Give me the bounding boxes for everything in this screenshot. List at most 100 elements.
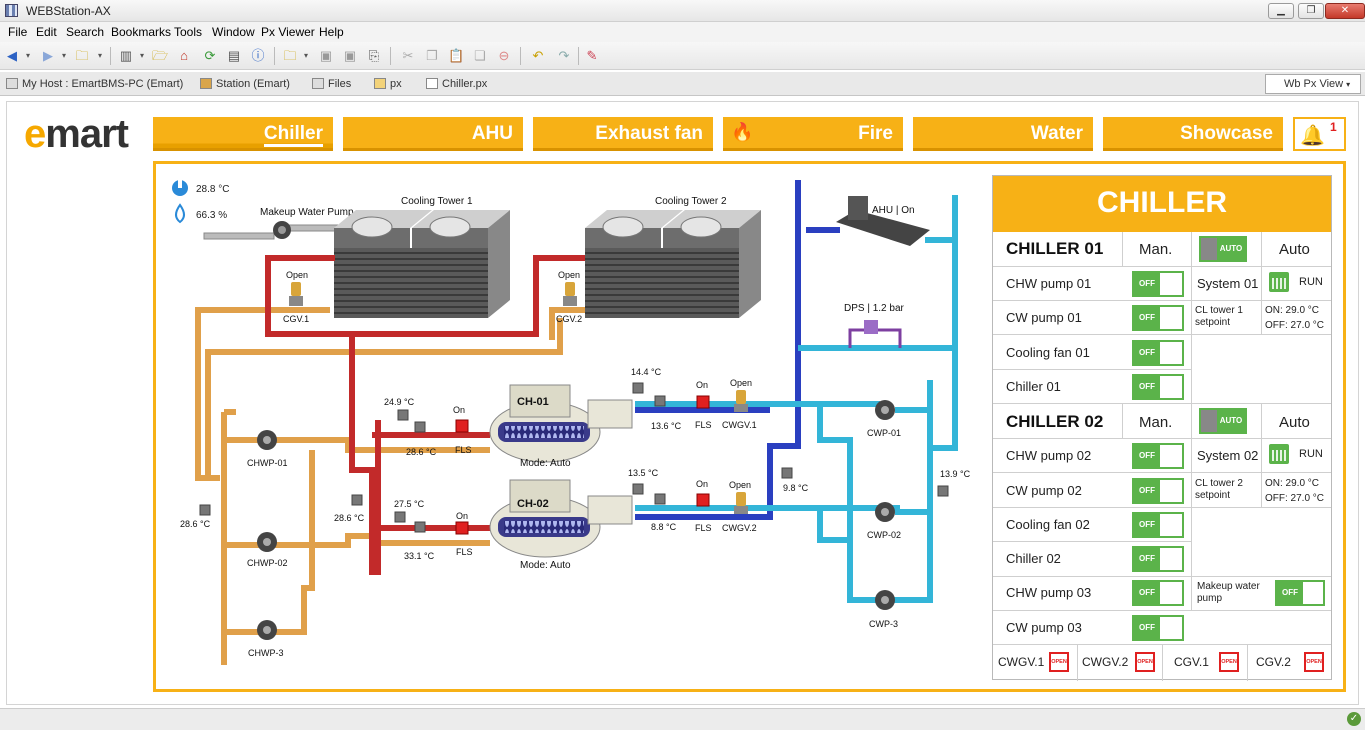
crumb-px[interactable]: px [374, 78, 402, 90]
temp-9-8: 9.8 °C [783, 483, 809, 493]
menu-search[interactable]: Search [66, 25, 105, 39]
forward-dropdown-icon[interactable]: ▾ [61, 51, 66, 60]
folder-dropdown-icon[interactable]: ▾ [97, 51, 102, 60]
cw-pump-03-toggle[interactable]: OFF [1132, 615, 1184, 641]
valve-cgv2-label: CGV.2 [1256, 655, 1291, 669]
back-dropdown-icon[interactable]: ▾ [25, 51, 30, 60]
temp-8-8: 8.8 °C [651, 522, 677, 532]
edit-icon[interactable]: ✎ [586, 48, 598, 63]
redo-icon[interactable]: ↷ [558, 48, 570, 63]
chiller-02-auto-toggle[interactable]: AUTO [1199, 408, 1247, 434]
menu-bookmarks[interactable]: Bookmarks [111, 25, 172, 39]
delete-icon[interactable]: ⊖ [498, 48, 510, 63]
history-icon[interactable]: ▤ [227, 48, 241, 63]
copy-icon[interactable]: ❐ [426, 48, 438, 63]
crumb-chiller[interactable]: Chiller.px [426, 78, 487, 90]
temp-24-9: 24.9 °C [384, 397, 415, 407]
refresh-icon[interactable]: ⟳ [204, 48, 216, 63]
fls1-state: On [453, 405, 465, 415]
pump-icons [257, 400, 895, 640]
tab-exhaust-fan[interactable]: Exhaust fan [533, 117, 713, 151]
temp-28-6-mid: 28.6 °C [334, 513, 365, 523]
minimize-button[interactable]: ▁ [1268, 3, 1294, 19]
crumb-host[interactable]: My Host : EmartBMS-PC (Emart) [6, 78, 183, 90]
maximize-button[interactable]: ❐ [1298, 3, 1324, 19]
tab-chiller[interactable]: Chiller [153, 117, 333, 151]
forward-icon[interactable]: ▶ [43, 48, 53, 63]
system-01-state: RUN [1299, 276, 1323, 288]
chw-pump-03-toggle[interactable]: OFF [1132, 580, 1184, 606]
alarm-button[interactable]: 🔔 1 [1293, 117, 1346, 151]
cooling-fan-02-toggle[interactable]: OFF [1132, 512, 1184, 538]
chw-pump-02-toggle[interactable]: OFF [1132, 443, 1184, 469]
home-icon[interactable]: ⌂ [180, 48, 188, 63]
valve-cwgv2-label: CWGV.2 [1082, 655, 1129, 669]
cw-pump-02-toggle[interactable]: OFF [1132, 478, 1184, 504]
menu-edit[interactable]: Edit [36, 25, 57, 39]
menu-px-viewer[interactable]: Px Viewer [261, 25, 315, 39]
duplicate-icon[interactable]: ❏ [474, 48, 486, 63]
menu-window[interactable]: Window [212, 25, 255, 39]
row-chiller-02: Chiller 02 [1006, 551, 1061, 566]
info-icon[interactable]: ⓘ [251, 48, 265, 63]
folder-icon [374, 78, 386, 89]
export-icon[interactable]: ⎘ [368, 48, 380, 63]
cwp01-label: CWP-01 [867, 428, 901, 438]
undo-icon[interactable]: ↶ [532, 48, 544, 63]
cl-tower-1-setpoint-label: CL tower 1 setpoint [1195, 305, 1243, 328]
valve-cwgv2-open-button[interactable]: OPEN [1135, 652, 1155, 672]
tab-water[interactable]: Water [913, 117, 1093, 151]
outdoor-humidity: 66.3 % [196, 210, 227, 221]
chiller-01-toggle[interactable]: OFF [1132, 374, 1184, 400]
sidebar-icon[interactable]: ▥ [119, 48, 133, 63]
valve-cgv1-open-button[interactable]: OPEN [1219, 652, 1239, 672]
cwgv2-label: CWGV.2 [722, 523, 757, 533]
station-icon [200, 78, 212, 89]
chiller-02-unit [489, 479, 633, 558]
flow-switches [455, 395, 710, 535]
back-icon[interactable]: ◀ [7, 48, 17, 63]
tab-ahu[interactable]: AHU [343, 117, 523, 151]
new-folder-icon[interactable]: 🗀 [283, 48, 297, 63]
cl-tower-2-off-setpoint[interactable]: OFF: 27.0 °C [1265, 493, 1325, 504]
fls4-label: FLS [695, 523, 712, 533]
crumb-station[interactable]: Station (Emart) [200, 78, 290, 90]
save-all-icon[interactable]: ▣ [343, 48, 357, 63]
paste-icon[interactable]: 📋 [448, 48, 465, 63]
new-dropdown-icon[interactable]: ▾ [303, 51, 308, 60]
sidebar-dropdown-icon[interactable]: ▾ [139, 51, 144, 60]
schedule-01-calendar-icon[interactable] [1269, 272, 1289, 292]
menu-help[interactable]: Help [319, 25, 344, 39]
cw-pump-01-toggle[interactable]: OFF [1132, 305, 1184, 331]
open-folder-icon[interactable]: 🗁 [152, 48, 169, 63]
cooling-fan-01-toggle[interactable]: OFF [1132, 340, 1184, 366]
row-cw-pump-02: CW pump 02 [1006, 483, 1082, 498]
menu-tools[interactable]: Tools [174, 25, 203, 39]
valve-cwgv1-open-button[interactable]: OPEN [1049, 652, 1069, 672]
cl-tower-1-on-setpoint[interactable]: ON: 29.0 °C [1265, 305, 1320, 316]
cut-icon[interactable]: ✂ [402, 48, 414, 63]
crumb-files[interactable]: Files [312, 78, 351, 90]
save-icon[interactable]: ▣ [319, 48, 333, 63]
cl-tower-2-on-setpoint[interactable]: ON: 29.0 °C [1265, 478, 1320, 489]
chiller-control-panel: CHILLER CHILLER 01 Man. AUTO Auto CHW pu… [992, 175, 1332, 681]
row-chw-pump-03: CHW pump 03 [1006, 585, 1092, 600]
system-02-state: RUN [1299, 448, 1323, 460]
chw-pump-01-toggle[interactable]: OFF [1132, 271, 1184, 297]
valve-cgv2-open-button[interactable]: OPEN [1304, 652, 1324, 672]
makeup-water-pump-toggle[interactable]: OFF [1275, 580, 1325, 606]
folder-up-icon[interactable]: 🗀 [75, 48, 89, 63]
tab-showcase[interactable]: Showcase [1103, 117, 1283, 151]
schedule-02-calendar-icon[interactable] [1269, 444, 1289, 464]
chiller-02-toggle[interactable]: OFF [1132, 546, 1184, 572]
makeup-water-pump-label: Makeup water pump [1197, 581, 1260, 604]
row-cw-pump-01: CW pump 01 [1006, 310, 1082, 325]
cl-tower-1-off-setpoint[interactable]: OFF: 27.0 °C [1265, 320, 1325, 331]
row-chiller-01: Chiller 01 [1006, 379, 1061, 394]
menu-file[interactable]: File [8, 25, 28, 39]
dps-label: DPS | 1.2 bar [844, 303, 905, 314]
view-selector[interactable]: Wb Px View ▾ [1265, 74, 1361, 94]
tab-fire[interactable]: 🔥Fire [723, 117, 903, 151]
chiller-01-auto-toggle[interactable]: AUTO [1199, 236, 1247, 262]
